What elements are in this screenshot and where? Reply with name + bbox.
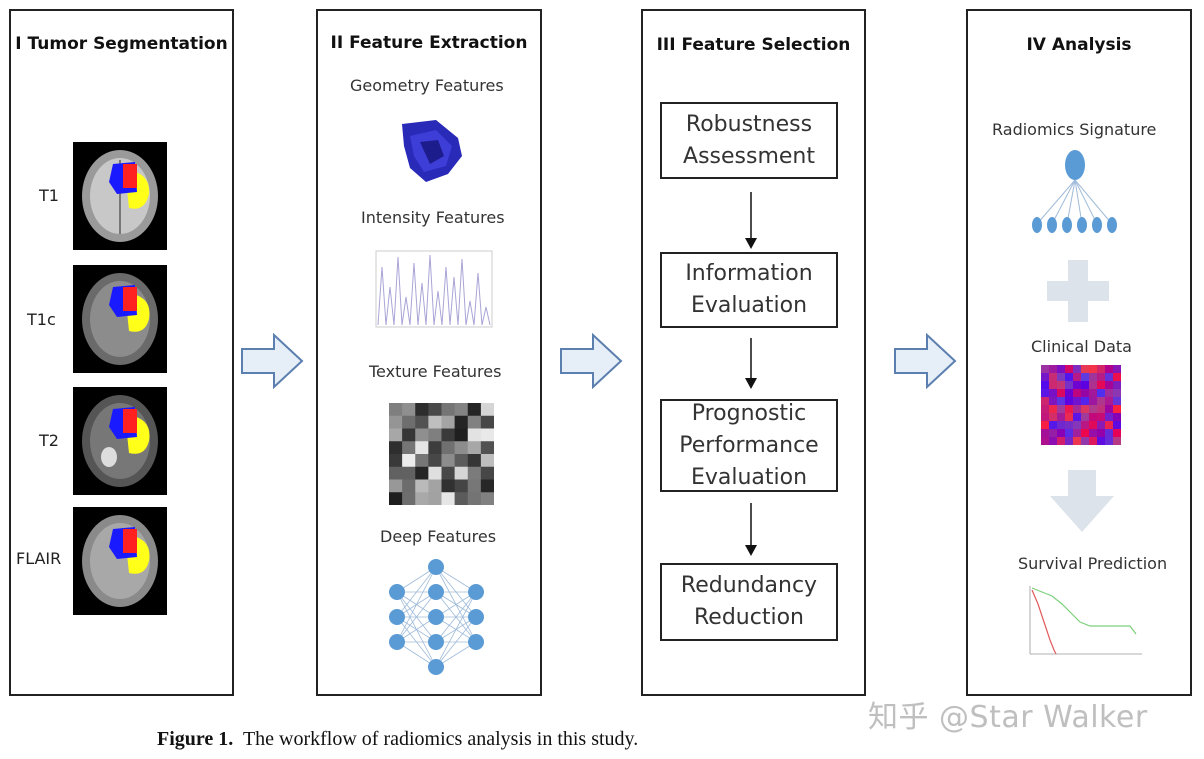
- flow-arrow-icon: [241, 333, 304, 389]
- texture-grid-icon: [389, 403, 494, 505]
- panel-analysis: IV Analysis: [966, 9, 1192, 696]
- sequence-label-t2: T2: [39, 431, 59, 450]
- mri-image-flair: [73, 507, 167, 615]
- figure-caption-label: Figure 1.: [157, 728, 234, 750]
- mri-image-t1: [73, 142, 167, 250]
- intensity-plot-icon: [375, 250, 493, 328]
- mri-image-t2: [73, 387, 167, 495]
- watermark: 知乎 @Star Walker: [868, 700, 1148, 735]
- sequence-label-t1c: T1c: [27, 310, 56, 329]
- survival-curve-icon: [1029, 586, 1142, 655]
- step-prognostic-performance-evaluation: Prognostic Performance Evaluation: [660, 399, 838, 492]
- radiomics-signature-tree-icon: [1032, 150, 1117, 233]
- texture-features-label: Texture Features: [369, 362, 502, 381]
- step-robustness-assessment: Robustness Assessment: [660, 102, 838, 179]
- figure-caption-text: The workflow of radiomics analysis in th…: [242, 728, 639, 750]
- deep-features-label: Deep Features: [380, 527, 497, 546]
- flow-arrow-icon: [560, 333, 623, 389]
- panel-title: IV Analysis: [1026, 35, 1132, 55]
- neural-network-icon: [389, 559, 484, 675]
- clinical-data-label: Clinical Data: [1031, 337, 1132, 356]
- panel-title: III Feature Selection: [656, 35, 851, 55]
- step-redundancy-reduction: Redundancy Reduction: [660, 563, 838, 641]
- panel-title: I Tumor Segmentation: [15, 34, 228, 54]
- sequence-label-flair: FLAIR: [16, 549, 62, 568]
- plus-icon: [1047, 260, 1109, 322]
- geometry-mesh-icon: [402, 120, 462, 182]
- clinical-heatmap-icon: [1041, 365, 1121, 445]
- flow-arrow-icon: [894, 333, 957, 389]
- mri-image-t1c: [73, 265, 167, 373]
- down-block-arrow-icon: [1050, 470, 1114, 532]
- intensity-features-label: Intensity Features: [361, 208, 505, 227]
- figure-caption: Figure 1. The workflow of radiomics anal…: [157, 728, 638, 751]
- down-arrow-icon: [745, 338, 757, 389]
- geometry-features-label: Geometry Features: [350, 76, 504, 95]
- sequence-label-t1: T1: [39, 186, 59, 205]
- step-information-evaluation: Information Evaluation: [660, 252, 838, 328]
- panel-title: II Feature Extraction: [330, 33, 528, 53]
- radiomics-signature-label: Radiomics Signature: [992, 120, 1157, 139]
- survival-prediction-label: Survival Prediction: [1018, 554, 1168, 573]
- down-arrow-icon: [745, 192, 757, 249]
- down-arrow-icon: [745, 503, 757, 556]
